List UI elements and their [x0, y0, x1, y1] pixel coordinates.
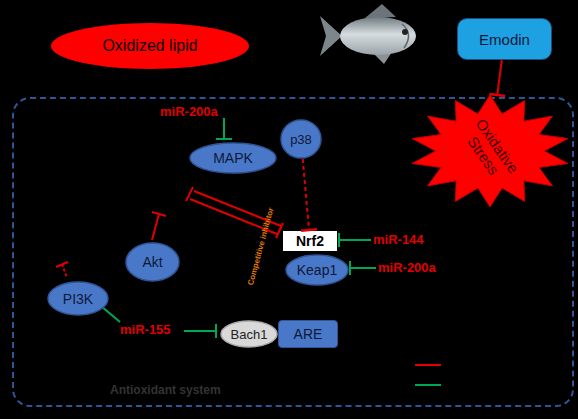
compound-box: Emodin [457, 18, 552, 60]
node-text: Oxidized lipid [50, 22, 250, 70]
factor-box: Nrf2 [282, 230, 338, 252]
inhibition-connector [489, 60, 505, 96]
stress-burst: Oxidative Stress [410, 95, 570, 207]
inhibition-connector [301, 159, 317, 231]
connector-line [497, 60, 502, 95]
inhibition-lines-green [96, 118, 376, 338]
mirna-label: miR-144 [373, 232, 424, 247]
mirna-label: miR-200a [160, 104, 218, 119]
inhibition-head [489, 94, 505, 96]
kinase-ellipse: MAPK [189, 142, 277, 174]
stimulus-ellipse: Oxidized lipid [50, 22, 250, 70]
fish-illustration [320, 4, 416, 64]
node-text: PI3K [47, 281, 109, 316]
ellipse-fill [51, 23, 249, 69]
ellipse-fill [286, 255, 348, 285]
ellipse-fill [221, 321, 277, 347]
node-text: p38 [280, 119, 322, 159]
node-text: Antioxidant system [110, 383, 221, 397]
ellipse-fill [281, 120, 321, 158]
kinase-ellipse: PI3K [47, 281, 109, 316]
protein-ellipse: Keap1 [285, 254, 349, 286]
mirna-label: miR-200a [378, 260, 436, 275]
node-text: MAPK [189, 142, 277, 174]
legend-samples [415, 365, 441, 385]
ellipse-fill [190, 143, 276, 173]
node-text: Emodin [458, 19, 551, 59]
node-text: Nrf2 [283, 231, 337, 251]
repressor-ellipse: Bach1 [220, 320, 278, 348]
element-box: ARE [278, 320, 338, 348]
node-text: ARE [279, 321, 337, 347]
kinase-circle: p38 [280, 119, 322, 159]
node-text: Akt [125, 242, 180, 282]
kinase-ellipse: Akt [125, 242, 180, 282]
star-fill [412, 95, 568, 207]
ellipse-fill [48, 282, 108, 315]
connector-line [303, 159, 309, 230]
node-text: Bach1 [220, 320, 278, 348]
ellipse-fill [126, 243, 179, 281]
node-text: Keap1 [285, 254, 349, 286]
mirna-label: miR-155 [120, 322, 171, 337]
